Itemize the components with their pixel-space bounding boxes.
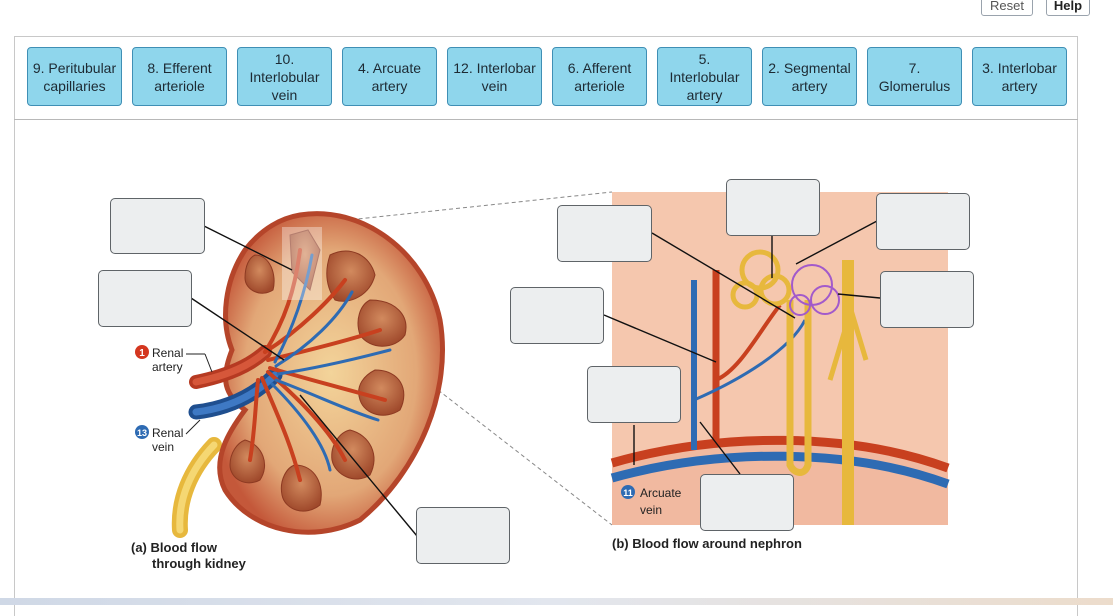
label-efferent-arteriole[interactable]: 8. Efferent arteriole [132, 47, 227, 106]
caption-a-line2: through kidney [152, 556, 247, 571]
arcuate-vein-callout: 11 Arcuate vein [621, 485, 682, 517]
label-interlobar-artery[interactable]: 3. Interlobar artery [972, 47, 1067, 106]
drop-target-a2[interactable] [98, 270, 192, 327]
svg-text:Arcuate: Arcuate [640, 486, 682, 500]
svg-text:vein: vein [152, 440, 174, 454]
drop-target-a1[interactable] [110, 198, 205, 254]
drop-target-b5[interactable] [726, 179, 820, 236]
drop-target-b4[interactable] [700, 474, 794, 531]
svg-text:1: 1 [139, 348, 145, 359]
drop-target-b2[interactable] [510, 287, 604, 344]
drop-target-b7[interactable] [880, 271, 974, 328]
label-interlobar-vein[interactable]: 12. Interlobar vein [447, 47, 542, 106]
svg-text:vein: vein [640, 503, 662, 517]
drop-target-b6[interactable] [876, 193, 970, 250]
svg-text:artery: artery [152, 360, 183, 374]
renal-artery-callout: 1 Renal artery [135, 345, 213, 374]
label-peritubular-capillaries[interactable]: 9. Peritubular capillaries [27, 47, 122, 106]
label-interlobular-artery[interactable]: 5. Interlobular artery [657, 47, 752, 106]
drop-target-b1[interactable] [557, 205, 652, 262]
caption-b: (b) Blood flow around nephron [612, 536, 802, 551]
caption-a: (a) Blood flow [131, 540, 218, 555]
label-afferent-arteriole[interactable]: 6. Afferent arteriole [552, 47, 647, 106]
svg-text:11: 11 [623, 488, 633, 498]
renal-vein-callout: 13 Renal vein [135, 419, 201, 454]
label-segmental-artery[interactable]: 2. Segmental artery [762, 47, 857, 106]
svg-text:13: 13 [137, 428, 147, 438]
label-interlobular-vein[interactable]: 10. Interlobular vein [237, 47, 332, 106]
page-bottom-edge [0, 598, 1113, 605]
label-glomerulus[interactable]: 7. Glomerulus [867, 47, 962, 106]
reset-button[interactable]: Reset [981, 0, 1033, 16]
label-arcuate-artery[interactable]: 4. Arcuate artery [342, 47, 437, 106]
kidney-illustration [188, 211, 445, 535]
label-bank-divider [14, 119, 1078, 120]
help-button[interactable]: Help [1046, 0, 1090, 16]
drop-target-a3[interactable] [416, 507, 510, 564]
svg-text:Renal: Renal [152, 426, 183, 440]
svg-text:Renal: Renal [152, 346, 183, 360]
drop-target-b3[interactable] [587, 366, 681, 423]
